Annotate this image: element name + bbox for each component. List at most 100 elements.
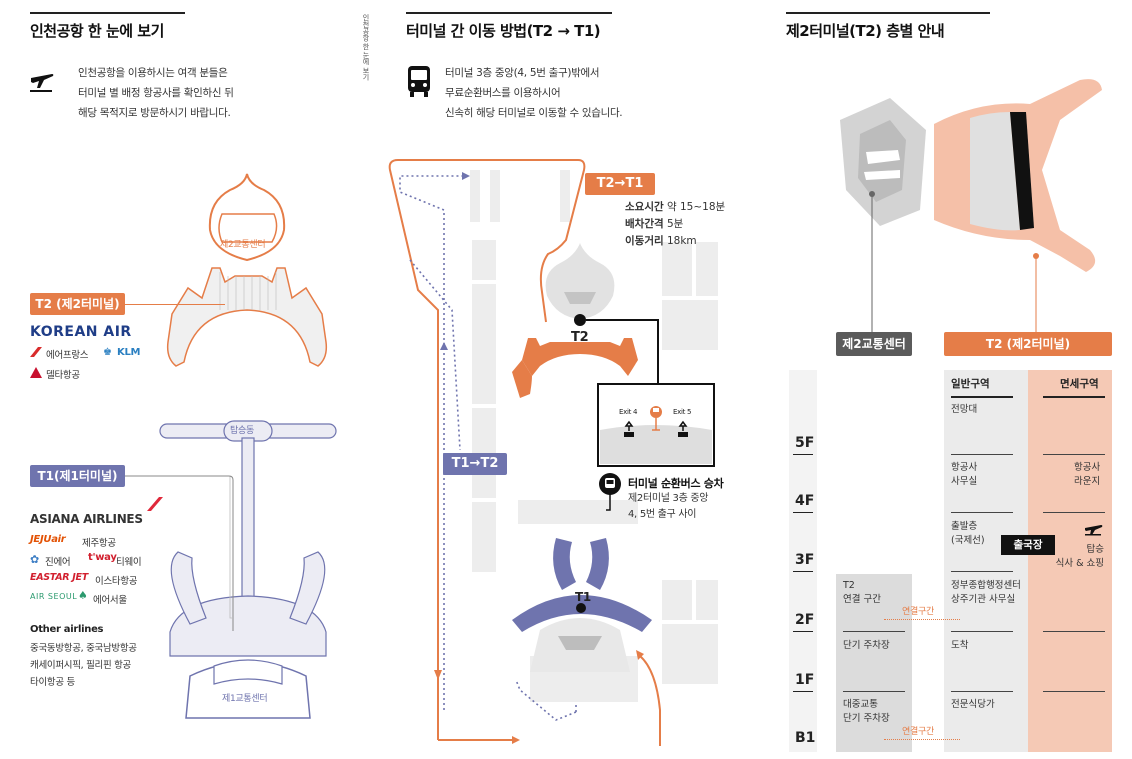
general-sep-2f: [951, 631, 1013, 632]
floor-b1: B1: [795, 730, 816, 746]
jinair-icon: ✿: [30, 553, 39, 566]
floor-3f: 3F: [795, 552, 815, 568]
dutyfree-sep-2f: [1043, 631, 1105, 632]
general-sep-5f: [951, 454, 1013, 455]
t2-aerial-sketch: [840, 79, 1102, 332]
shuttle-route-map: [388, 159, 718, 746]
other-airlines-title: Other airlines: [30, 624, 104, 635]
map-t2-label: T2: [571, 330, 589, 345]
map-t1-label: T1: [575, 590, 591, 604]
floor-5f: 5F: [795, 435, 815, 451]
floor-line-5f: [793, 454, 813, 455]
link-line-b1: [884, 739, 960, 740]
section1-title: 인천공항 한 눈에 보기: [30, 22, 164, 40]
departure-plane-icon: [1085, 525, 1103, 536]
section1-rule: [30, 12, 185, 14]
section2-title: 터미널 간 이동 방법(T2 → T1): [406, 22, 601, 40]
bus-stop-title: 터미널 순환버스 승차: [628, 477, 724, 490]
section3-title: 제2터미널(T2) 층별 안내: [786, 22, 945, 40]
t2-center-label: 제2교통센터: [220, 240, 266, 250]
tway-logo: t'way: [88, 552, 117, 563]
jeju-label: 제주항공: [82, 538, 116, 549]
airplane-icon: [30, 74, 54, 92]
klm-crown-icon: ♚: [103, 347, 112, 358]
jinair-label: 진에어: [45, 557, 71, 568]
t1-leader-line: [125, 475, 234, 631]
eastar-label: 이스타항공: [95, 576, 138, 587]
airseoul-label: 에어서울: [93, 595, 127, 606]
jeju-logo: JEJUair: [30, 534, 66, 545]
general-b1: 전문식당가: [951, 699, 995, 710]
center-1f: 단기 주차장: [843, 640, 890, 651]
dutyfree-zone-column: [1028, 370, 1112, 752]
t1-center-label: 제1교통센터: [222, 694, 268, 704]
bus-stop-icon: [599, 473, 621, 495]
air-france-icon: [30, 347, 42, 357]
bus-stop-desc: 제2터미널 3층 중앙 4, 5번 출구 사이: [628, 493, 709, 520]
general-sep-1f: [951, 691, 1013, 692]
section3-rule: [786, 12, 990, 14]
link-label-b1: 연결구간: [902, 727, 934, 737]
vertical-caption: 인천공항 한 눈에 보기: [362, 14, 370, 81]
section3-t2-tag: T2 (제2터미널): [944, 332, 1112, 356]
floor-line-2f: [793, 631, 813, 632]
asiana-wing-icon: [147, 497, 163, 511]
t2-building-sketch: [166, 173, 328, 367]
col-general-rule: [951, 396, 1013, 398]
floor-4f: 4F: [795, 493, 815, 509]
departure-badge: 출국장: [1001, 535, 1055, 555]
center-sep-1f: [843, 691, 905, 692]
tway-label: 티웨이: [116, 557, 142, 568]
general-3f: 출발층(국제선): [951, 521, 985, 546]
section2-desc: 터미널 3층 중앙(4, 5번 출구)밖에서 무료순환버스를 이용하시어 신속히…: [445, 67, 623, 119]
dutyfree-sep-5f: [1043, 454, 1105, 455]
section2-rule: [406, 12, 612, 14]
dutyfree-sep-4f: [1043, 512, 1105, 513]
route-t1-t2-tag: T1→T2: [443, 453, 507, 475]
bus-icon: [408, 66, 430, 97]
floor-line-4f: [793, 512, 813, 513]
airseoul-icon: ♠: [78, 589, 88, 602]
t2-tag: T2 (제2터미널): [30, 293, 125, 315]
col-dutyfree-header: 면세구역: [1060, 378, 1099, 390]
general-1f: 도착: [951, 640, 969, 651]
floor-1f: 1F: [795, 672, 815, 688]
floor-2f: 2F: [795, 612, 815, 628]
other-airlines-list: 중국동방항공, 중국남방항공 캐세이퍼시픽, 필리핀 항공 타이항공 등: [30, 643, 137, 688]
eastar-logo: EASTAR JET: [30, 572, 88, 583]
boarding-concourse-label: 탑승동: [230, 426, 254, 436]
route-t2-t1-tag: T2→T1: [585, 173, 655, 195]
general-zone-column: [944, 370, 1028, 752]
col-general-header: 일반구역: [951, 378, 990, 390]
dutyfree-sep-1f: [1043, 691, 1105, 692]
t2-leader-line: [125, 304, 225, 305]
t1-tag: T1(제1터미널): [30, 465, 125, 487]
general-sep-4f: [951, 512, 1013, 513]
air-france-label: 에어프랑스: [46, 350, 89, 361]
center-column: [836, 574, 912, 752]
t1-building-sketch: [159, 420, 337, 719]
asiana-logo: ASIANA AIRLINES: [30, 512, 143, 526]
exit4-label: Exit 4: [619, 408, 638, 416]
link-line-2f: [884, 619, 960, 620]
section1-desc: 인천공항을 이용하시는 여객 분들은 터미널 별 배정 항공사를 확인하신 뒤 …: [78, 67, 234, 119]
floor-line-3f: [793, 571, 813, 572]
airseoul-logo: AIR SEOUL: [30, 592, 78, 601]
col-dutyfree-rule: [1043, 396, 1105, 398]
delta-icon: [30, 367, 42, 378]
delta-label: 델타항공: [46, 370, 80, 381]
korean-air-logo: KOREAN AIR: [30, 324, 132, 340]
shuttle-info: 소요시간 약 15~18분 배차간격 5분 이동거리 18km: [625, 201, 726, 247]
general-sep-3f: [951, 571, 1013, 572]
section3-center-tag: 제2교통센터: [836, 332, 912, 356]
floor-line-1f: [793, 691, 813, 692]
klm-label: KLM: [117, 347, 141, 358]
exit5-label: Exit 5: [673, 408, 692, 416]
general-5f: 전망대: [951, 404, 978, 415]
